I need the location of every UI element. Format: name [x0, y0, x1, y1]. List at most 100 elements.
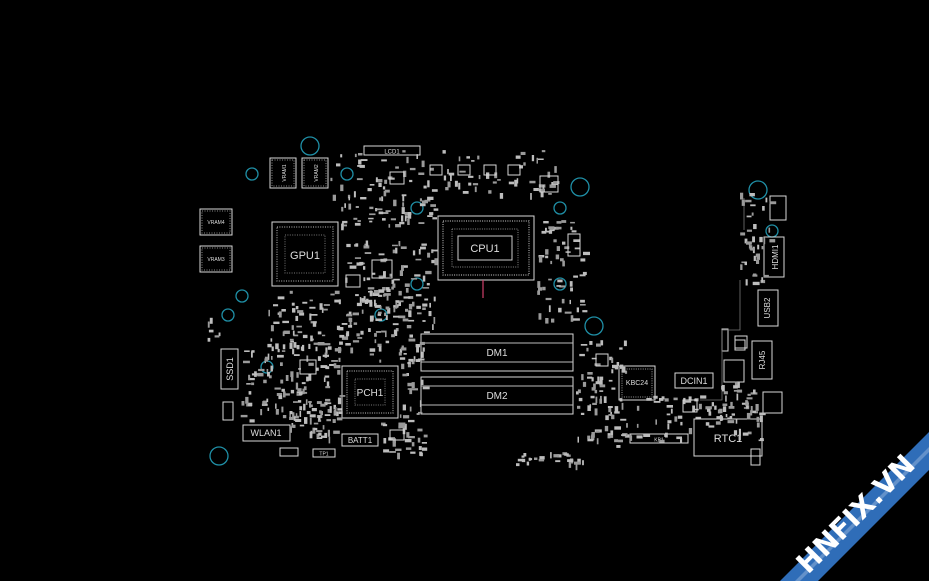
smd-component — [569, 299, 571, 305]
smd-component — [705, 406, 712, 410]
smd-component — [589, 341, 593, 345]
smd-component — [302, 388, 305, 395]
smd-component — [277, 296, 285, 300]
smd-component — [292, 330, 295, 336]
smd-component — [337, 408, 342, 411]
smd-component — [577, 458, 581, 465]
smd-component — [270, 325, 274, 332]
smd-component — [619, 347, 623, 350]
smd-component — [368, 328, 371, 332]
small-ic — [595, 353, 609, 367]
smd-component — [725, 395, 727, 402]
smd-component — [616, 362, 620, 366]
smd-component — [318, 415, 321, 421]
smd-component — [599, 376, 604, 381]
smd-component — [303, 386, 307, 391]
smd-component — [721, 385, 725, 392]
smd-component — [325, 347, 328, 354]
smd-component — [569, 281, 573, 287]
smd-component — [406, 325, 412, 329]
smd-component — [705, 422, 710, 426]
smd-component — [381, 159, 387, 162]
smd-component — [421, 160, 425, 168]
small-ic — [682, 399, 698, 413]
smd-component — [317, 331, 322, 335]
smd-component — [375, 318, 383, 321]
smd-component — [746, 397, 753, 400]
smd-component — [538, 256, 543, 263]
smd-component — [555, 226, 562, 230]
smd-component — [406, 432, 410, 438]
smd-component — [408, 310, 412, 318]
smd-component — [745, 279, 748, 286]
smd-component — [331, 360, 338, 362]
smd-component — [358, 153, 363, 156]
smd-component — [333, 430, 340, 434]
smd-component — [416, 154, 418, 159]
smd-component — [548, 193, 552, 195]
smd-component — [665, 432, 668, 438]
ssd-label: SSD1 — [225, 357, 235, 381]
smd-component — [756, 259, 760, 264]
vram-a-label: VRAM1 — [282, 164, 288, 181]
smd-component — [375, 179, 383, 183]
smd-component — [603, 396, 607, 403]
smd-component — [354, 257, 361, 259]
smd-component — [348, 325, 353, 328]
smd-component — [422, 386, 430, 390]
smd-component — [750, 406, 753, 413]
smd-component — [289, 413, 291, 419]
smd-component — [393, 315, 400, 318]
smd-component — [715, 421, 721, 425]
smd-component — [553, 454, 560, 458]
smd-component — [708, 411, 712, 416]
smd-component — [283, 330, 290, 334]
smd-component — [752, 236, 755, 243]
smd-component — [723, 391, 728, 395]
smd-component — [374, 299, 376, 307]
smd-component — [581, 374, 584, 381]
smd-component — [417, 358, 425, 361]
smd-component — [459, 170, 466, 173]
smd-component — [595, 396, 598, 404]
smd-component — [582, 310, 588, 313]
smd-component — [618, 439, 623, 443]
smd-component — [369, 206, 374, 210]
smd-component — [380, 305, 382, 310]
smd-component — [354, 222, 361, 226]
smd-component — [291, 302, 295, 306]
smd-component — [405, 308, 409, 312]
smd-component — [471, 160, 475, 162]
smd-component — [570, 226, 573, 230]
smd-component — [401, 215, 404, 222]
smd-component — [402, 150, 406, 153]
smd-component — [608, 379, 613, 382]
smd-component — [418, 172, 425, 175]
dcin-label: DCIN1 — [680, 376, 707, 386]
smd-component — [545, 297, 552, 301]
smd-component — [761, 277, 764, 283]
smd-component — [595, 381, 601, 385]
smd-component — [290, 426, 292, 433]
smd-component — [343, 224, 347, 227]
smd-component — [611, 414, 615, 420]
smd-component — [322, 308, 328, 311]
smd-component — [562, 260, 565, 267]
smd-component — [417, 428, 423, 432]
smd-component — [296, 345, 300, 350]
smd-component — [420, 379, 424, 385]
smd-component — [411, 442, 415, 447]
smd-component — [410, 451, 416, 454]
smd-component — [427, 215, 433, 217]
smd-component — [521, 458, 526, 463]
smd-component — [357, 337, 363, 339]
smd-component — [375, 331, 382, 333]
smd-component — [659, 398, 664, 401]
smd-component — [409, 388, 413, 395]
smd-component — [447, 169, 449, 175]
smd-component — [769, 201, 777, 205]
smd-component — [398, 300, 404, 303]
smd-component — [369, 290, 373, 297]
smd-component — [323, 377, 326, 382]
smd-component — [708, 425, 715, 428]
